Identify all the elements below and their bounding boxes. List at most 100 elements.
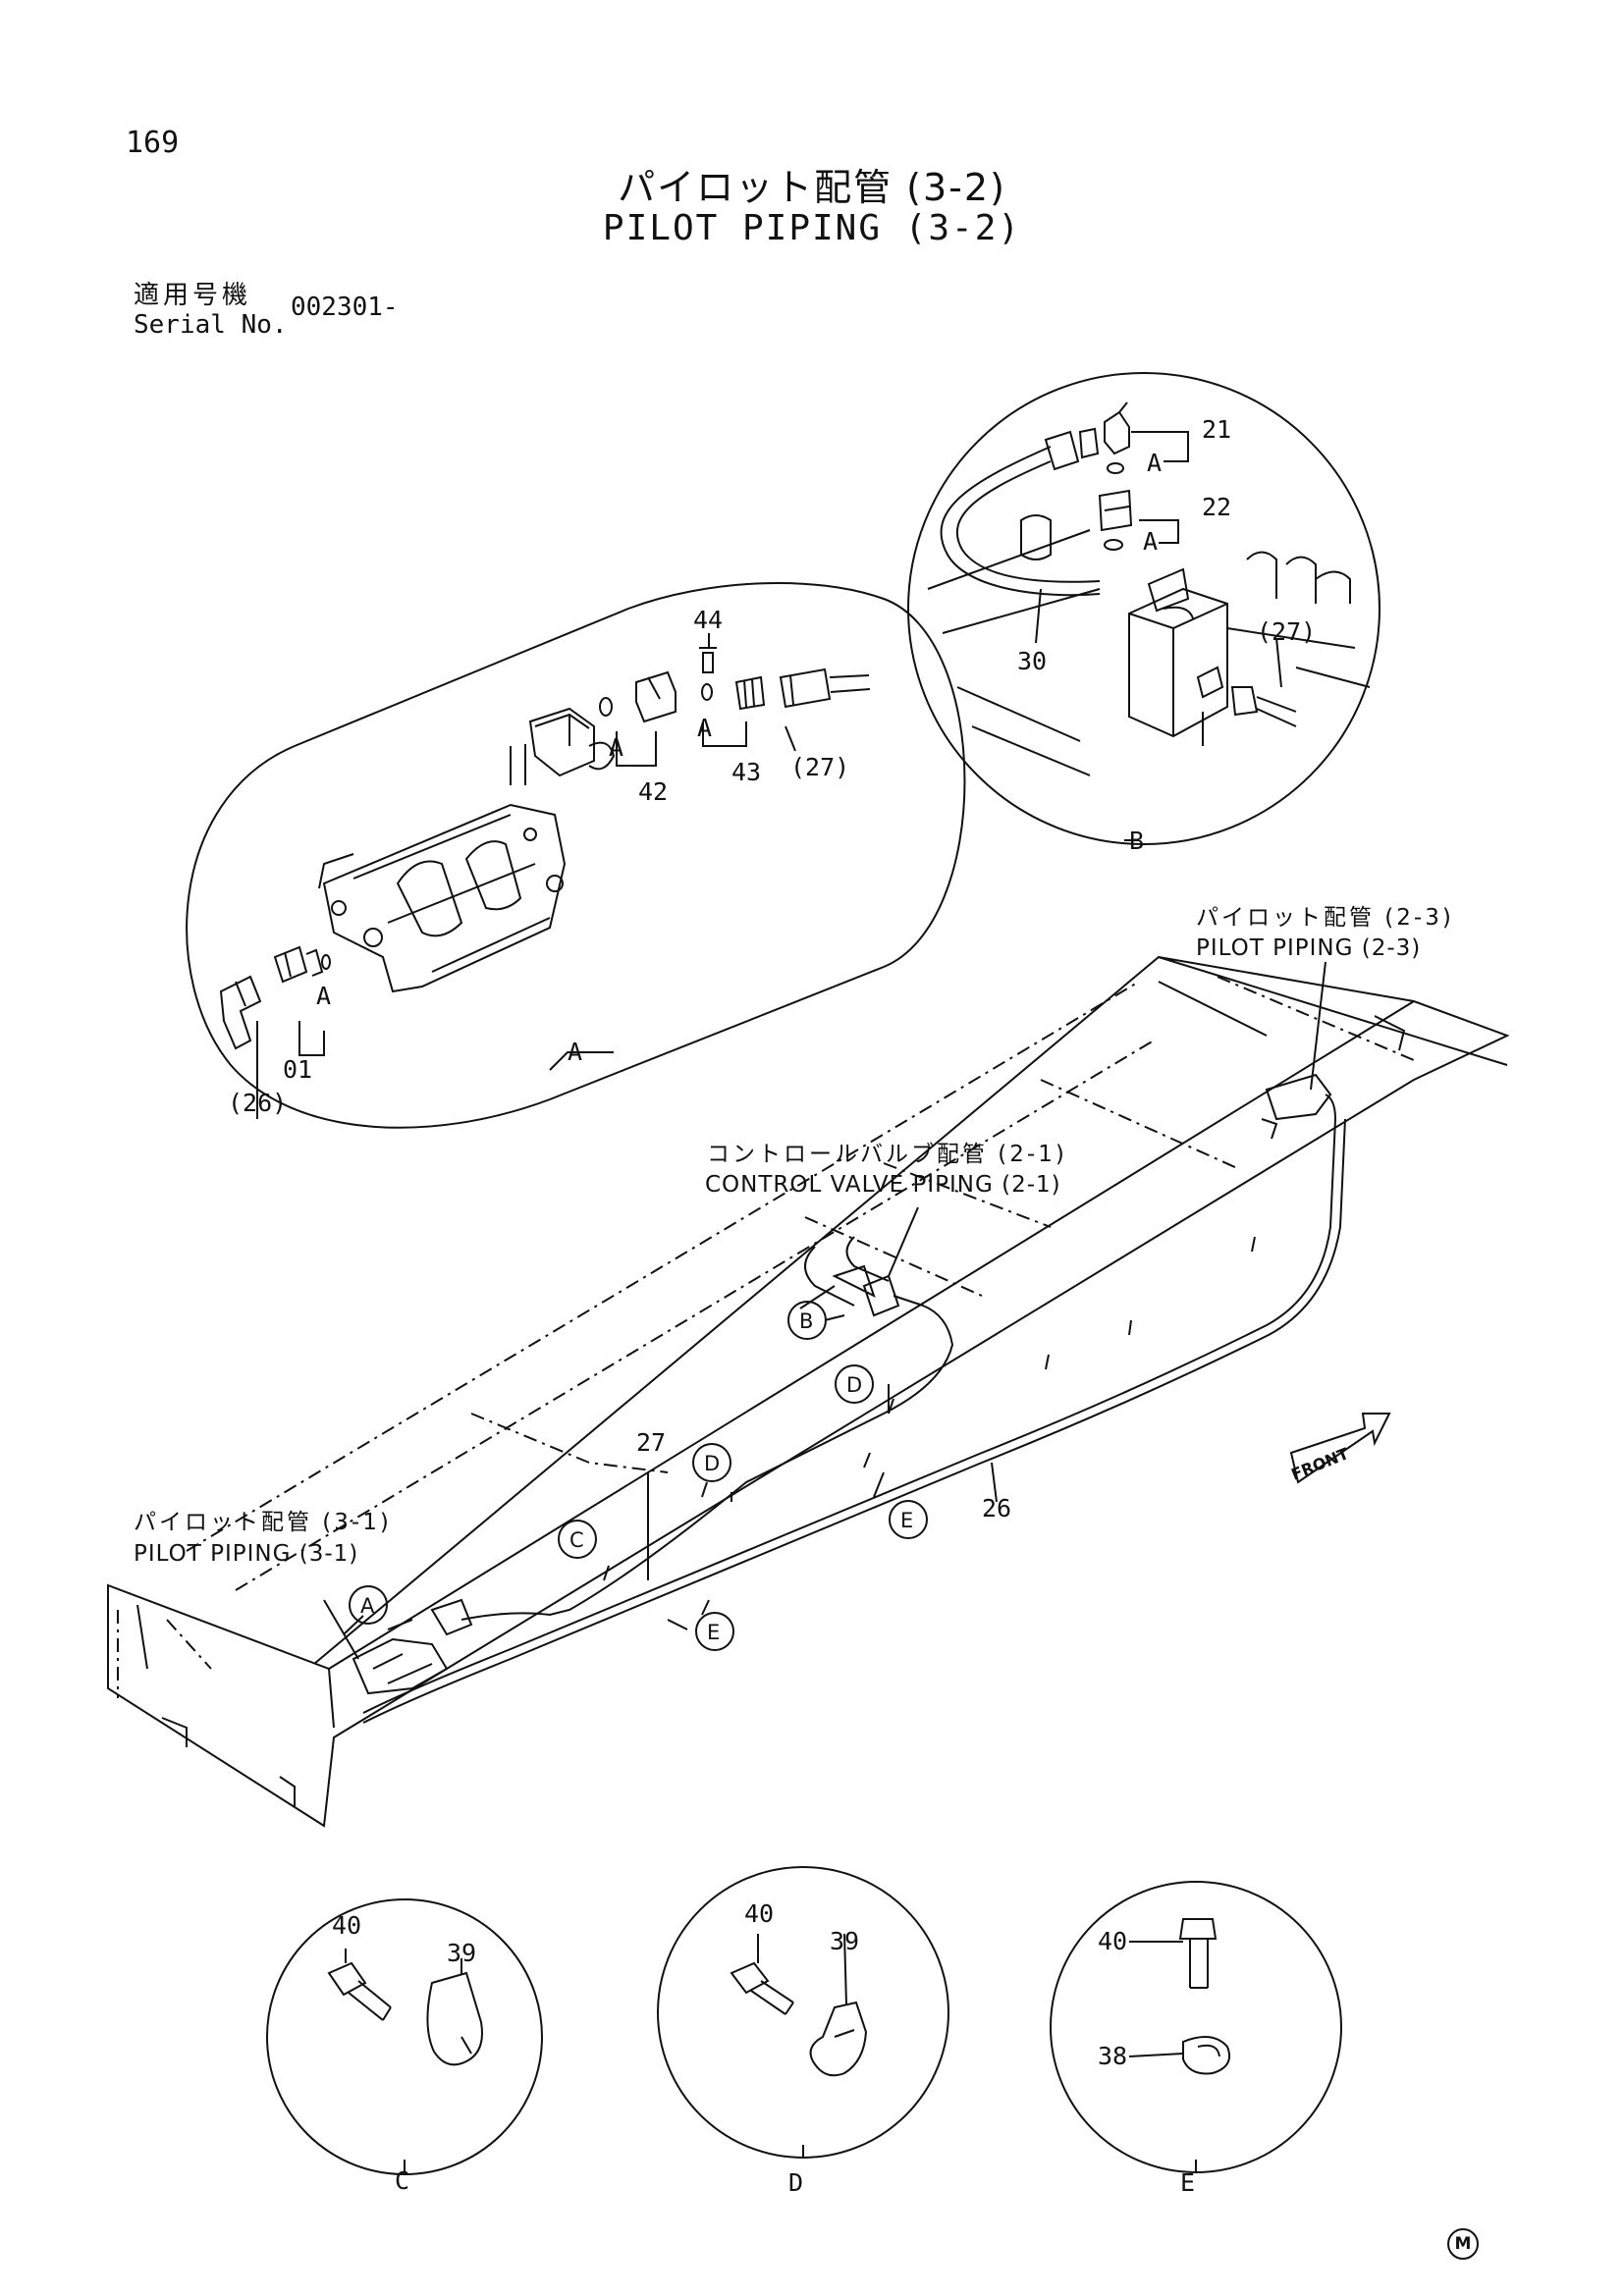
serial-number-value: 002301- (291, 293, 399, 322)
oring-01 (321, 954, 332, 970)
detail-e-bolt-40 (1178, 1918, 1218, 1989)
fitting-44 (699, 647, 717, 673)
callout-e1-circle (889, 1500, 928, 1539)
ref-2-3-en: PILOT PIPING (2-3) (1196, 935, 1421, 961)
detail-e-part-40: 40 (1098, 1927, 1127, 1955)
detail-b-part-27: (27) (1257, 617, 1316, 646)
callout-d1-circle (835, 1364, 874, 1404)
callout-b-label: B (799, 1309, 813, 1333)
callout-e2-circle (695, 1612, 734, 1651)
detail-b-background (927, 514, 1371, 776)
frame-valve-b (832, 1264, 900, 1317)
ref-2-1-jp: コントロールバルブ配管 (2-1) (707, 1142, 1067, 1167)
fitting-43 (734, 675, 766, 711)
ref-3-1-jp: パイロット配管 (3-1) (134, 1510, 392, 1535)
ref-3-1-en: PILOT PIPING (3-1) (134, 1541, 358, 1567)
detail-a-letter-a2: A (697, 714, 712, 742)
detail-d-bolt-40 (730, 1961, 794, 2015)
hose-27-end (779, 667, 871, 709)
detail-b-fittings (1147, 567, 1297, 746)
detail-b-hose-fitting (1044, 427, 1100, 471)
control-valve-block (318, 803, 567, 993)
oring-42 (599, 697, 614, 717)
detail-a-letter: A (568, 1038, 582, 1066)
callout-c-circle (558, 1520, 597, 1559)
detail-e-letter: E (1180, 2168, 1195, 2197)
detail-a-letter-a1: A (609, 733, 623, 762)
detail-c-leaders (345, 1949, 462, 2174)
detail-b-letter-a2: A (1143, 527, 1158, 556)
detail-d-part-40: 40 (744, 1899, 774, 1928)
ref-leaders (323, 961, 1326, 1660)
detail-a-part-43: 43 (731, 758, 761, 786)
detail-e-outline (1050, 1881, 1342, 2173)
frame-inner-lines (117, 976, 1415, 1698)
clamps (603, 1236, 1256, 1616)
frame-assembly (107, 955, 1510, 1828)
detail-b-part-30: 30 (1017, 647, 1047, 675)
callout-e1-label: E (900, 1509, 913, 1532)
manufacturer-mark: M (1447, 2228, 1479, 2260)
frame-end-details (136, 1015, 1406, 1806)
detail-d-clamp-39 (809, 2001, 868, 2077)
detail-b-part-21: 21 (1202, 415, 1231, 444)
callout-c-label: C (569, 1528, 584, 1552)
detail-b-oring-21 (1107, 462, 1125, 474)
detail-d-leaders (757, 1933, 847, 2158)
detail-e-leaders (1128, 1941, 1197, 2172)
detail-d-letter: D (788, 2168, 803, 2197)
detail-c-part-40: 40 (332, 1911, 361, 1940)
callout-b-circle (787, 1301, 827, 1340)
detail-b-elbow-21 (1104, 401, 1130, 455)
pipe-control-valve (804, 1236, 890, 1307)
detail-a-part-44: 44 (693, 606, 723, 634)
detail-c-bolt-40 (327, 1961, 392, 2021)
page-number: 169 (126, 126, 180, 160)
detail-b-letter: B (1129, 827, 1144, 855)
frame-top-edges (313, 955, 1508, 1729)
page-title-english: PILOT PIPING (3-2) (602, 208, 1022, 248)
callout-a-circle (349, 1585, 388, 1625)
detail-c-part-39: 39 (447, 1939, 476, 1967)
detail-b-part-22: 22 (1202, 493, 1231, 521)
detail-b (907, 372, 1380, 845)
detail-a-part-01: 01 (283, 1055, 312, 1084)
detail-c-letter: C (395, 2166, 409, 2195)
detail-a-part-26: (26) (228, 1089, 287, 1117)
detail-a-leaders (256, 633, 796, 1119)
detail-a-part-42: 42 (638, 777, 668, 806)
frame-outline (107, 999, 1510, 1828)
fitting-42 (635, 670, 677, 723)
pipe-26 (362, 1094, 1346, 1724)
detail-a (186, 582, 966, 1129)
front-arrow (1289, 1413, 1391, 1484)
detail-d-outline (657, 1866, 949, 2159)
callout-a-label: A (360, 1594, 375, 1618)
ref-2-1-en: CONTROL VALVE PIPING (2-1) (705, 1172, 1061, 1198)
page-title-japanese: パイロット配管 (3-2) (618, 166, 1006, 209)
detail-c-outline (266, 1898, 543, 2175)
detail-e-part-38: 38 (1098, 2042, 1127, 2070)
frame-valve-a (352, 1598, 473, 1695)
detail-d-part-39: 39 (830, 1927, 859, 1955)
frame-pilot-block (1261, 1073, 1332, 1140)
serial-label-japanese: 適用号機 (134, 281, 252, 310)
detail-e-clamp-38 (1182, 2036, 1231, 2075)
callout-d2-circle (692, 1443, 731, 1482)
detail-a-part-27: (27) (790, 753, 849, 781)
detail-b-letter-a1: A (1147, 449, 1162, 477)
oring-43 (701, 683, 714, 701)
fitting-01 (273, 945, 324, 984)
callout-e2-label: E (707, 1621, 720, 1644)
callout-d2-label: D (704, 1452, 720, 1475)
detail-d (657, 1866, 949, 2159)
detail-a-letter-a3: A (316, 982, 331, 1010)
detail-b-fitting-22 (1098, 489, 1133, 532)
frame-part-27: 27 (636, 1428, 666, 1457)
detail-c-clamp-39 (426, 1971, 483, 2066)
detail-b-valve-block (1128, 587, 1228, 738)
detail-b-oring-22 (1104, 539, 1124, 551)
serial-label-english: Serial No. (134, 310, 288, 340)
detail-b-outline (907, 372, 1380, 845)
